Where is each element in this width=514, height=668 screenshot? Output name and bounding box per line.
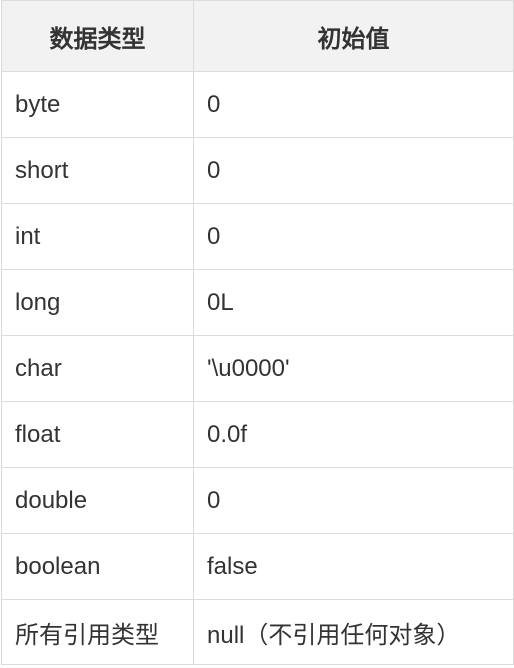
cell-type: 所有引用类型 (1, 599, 194, 665)
cell-value: null（不引用任何对象） (193, 599, 514, 665)
cell-type: double (1, 467, 194, 534)
table-header-row: 数据类型 初始值 (1, 0, 514, 72)
header-initial-value: 初始值 (193, 0, 514, 72)
cell-value: 0 (193, 467, 514, 534)
table-row: long 0L (1, 269, 514, 336)
table-row: int 0 (1, 203, 514, 270)
table-row: float 0.0f (1, 401, 514, 468)
cell-value: 0 (193, 203, 514, 270)
cell-type: short (1, 137, 194, 204)
cell-value: 0.0f (193, 401, 514, 468)
header-data-type: 数据类型 (1, 0, 194, 72)
cell-type: float (1, 401, 194, 468)
cell-value: false (193, 533, 514, 600)
cell-value: '\u0000' (193, 335, 514, 402)
table-row: boolean false (1, 533, 514, 600)
table-row: char '\u0000' (1, 335, 514, 402)
table-row: byte 0 (1, 71, 514, 138)
cell-type: char (1, 335, 194, 402)
table-row: short 0 (1, 137, 514, 204)
table-row: 所有引用类型 null（不引用任何对象） (1, 599, 514, 665)
cell-type: int (1, 203, 194, 270)
cell-value: 0 (193, 71, 514, 138)
cell-value: 0L (193, 269, 514, 336)
cell-type: long (1, 269, 194, 336)
cell-value: 0 (193, 137, 514, 204)
cell-type: byte (1, 71, 194, 138)
table-row: double 0 (1, 467, 514, 534)
cell-type: boolean (1, 533, 194, 600)
